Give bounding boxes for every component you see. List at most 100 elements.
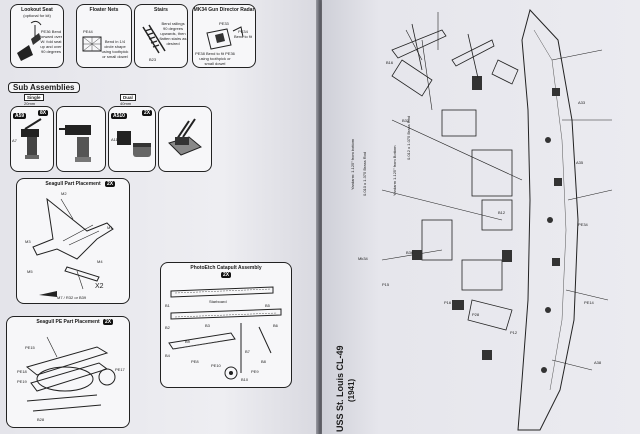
seagull-pe-label-pe17: PE17 [115,367,125,372]
catapult-label-b10: B10 [241,377,249,382]
ship-name-title: USS St. Louis CL-49 [335,345,345,432]
seagull-pe-box: Seagull PE Part Placement 2X PE15 PE17 P… [6,316,130,428]
catapult-box: PhotoEtch Catapult Assembly 2X Starboard… [160,262,292,388]
catapult-label-b7: B7 [245,349,250,354]
seagull-part-label-m1: M1 [107,225,113,230]
catapult-label-b6: B6 [273,323,278,328]
single-gun-drawing [21,118,42,159]
ship-assembly-diagram [381,8,613,431]
floater-nets-part: PE44 [83,29,93,34]
gun-director-note-2: PE38 Bend to fit PE36 using toothpick or… [195,51,235,66]
seagull-part-title: Seagull Part Placement [45,181,101,187]
callout-mk34: Mk34 [358,256,368,261]
callout-b36: B36 [406,250,414,255]
dual-gun-drawing [117,131,151,157]
stairs-title: Stairs [154,7,168,13]
catapult-label-b3: B3 [205,323,210,328]
callout-yardarm-1: Yardarm: 1.125" from bottom [350,138,355,190]
stairs-note: Bend railings 90 degrees upwards, then f… [159,21,187,46]
seagull-part-label-x2: X2 [95,283,104,290]
dual-sub-part: A11 [111,137,118,142]
callout-p16: P16 [444,300,452,305]
single-qty: 8X [38,110,49,116]
stairs-part: B23 [149,57,157,62]
single-label: Single [24,94,44,101]
seagull-part-label-m7: M7 / R32 or B39 [57,295,87,300]
stairs-box: Stairs Bend railings 90 degrees upwards,… [134,4,188,68]
floater-nets-note: Bend in 1/4 circle shape using toothpick… [101,39,129,59]
dual-qty: 2X [142,110,153,116]
callout-yardarm-2: Yardarm 1.125" from Bottom [392,145,397,196]
page-gutter [316,0,324,434]
catapult-label-b8: B8 [261,359,266,364]
catapult-label-b1: B1 [165,303,170,308]
lookout-seat-drawing [17,20,42,61]
callout-pe14: PE14 [584,300,594,305]
callout-p12: P12 [510,330,518,335]
lookout-seat-subtitle: (optional for kit) [23,13,51,18]
floater-nets-drawing [82,36,102,52]
dual-label: Dual [120,94,136,101]
dual-gun-drawing-2 [168,118,202,156]
seagull-pe-label-pe18: PE18 [17,369,27,374]
catapult-label-pe10: PE10 [211,363,221,368]
callout-b16: B16 [386,60,394,65]
callout-brass-rod-1: 0.010 x 1.375 Brass Rod [362,151,367,196]
stairs-drawing [142,24,166,54]
left-page: Lookout Seat (optional for kit) PE36 Ben… [0,0,318,434]
single-size: 20mm [24,101,36,106]
seagull-part-label-m2: M2 [61,191,67,196]
sub-assemblies-title: Sub Assemblies [8,82,80,93]
lookout-seat-box: Lookout Seat (optional for kit) PE36 Ben… [10,4,64,68]
seagull-pe-label-pe15: PE15 [25,345,35,350]
catapult-label-b5: B5 [265,303,270,308]
callout-p28: P28 [472,312,480,317]
catapult-label-b4: B4 [165,353,170,358]
catapult-label-b2: B2 [165,325,170,330]
callout-a35: A35 [576,160,584,165]
lookout-seat-note: PE36 Bend forward over W: fold seat up a… [39,29,63,54]
catapult-drawing [168,286,282,380]
dual-gun-box: A510 A11 [108,106,156,172]
callout-b33: B33 [402,118,410,123]
catapult-label-b9: B9 [185,339,190,344]
catapult-qty: 2X [221,272,232,278]
gun-director-part: PE33 [219,21,229,26]
single-sub-part: A7 [12,138,17,143]
seagull-part-label-m4: M4 [97,259,103,264]
single-part-code: A59 [13,113,27,119]
ship-year: (1941) [347,378,356,402]
floater-nets-title: Floater Nets [89,7,119,13]
catapult-label-starboard: Starboard [209,299,227,304]
single-gun-box-2 [56,106,106,172]
gun-director-title: MK34 Gun Director Radar [193,7,255,13]
seagull-part-qty: 2X [105,181,116,187]
seagull-part-label-m5: M5 [27,269,33,274]
single-gun-drawing-2 [59,125,91,162]
seagull-pe-qty: 2X [103,319,114,325]
dual-gun-box-2 [158,106,212,172]
seagull-pe-label-b28: B28 [37,417,45,422]
catapult-title: PhotoEtch Catapult Assembly [190,265,262,271]
callout-b12: B12 [498,210,506,215]
seagull-part-drawing [32,197,114,297]
gun-director-drawing [206,26,244,50]
catapult-label-pe9: PE9 [251,369,259,374]
seagull-pe-drawing [25,336,116,412]
catapult-label-pe8: PE8 [191,359,199,364]
dual-part-code: A510 [111,113,127,119]
right-page: Yardarm: 1.125" from bottom 0.010 x 1.37… [322,0,640,434]
callout-a33: A33 [578,100,586,105]
single-gun-box: A59 [10,106,54,172]
callout-p15: P15 [382,282,390,287]
seagull-pe-title: Seagull PE Part Placement [36,319,100,325]
dual-size: 40mm [120,101,132,106]
callout-a38: A38 [594,360,602,365]
seagull-part-label-m3: M3 [25,239,31,244]
floater-nets-box: Floater Nets PE44 Bend in 1/4 circle sha… [76,4,132,68]
lookout-seat-title: Lookout Seat [21,7,53,13]
gun-director-box: MK34 Gun Director Radar PE33 PE34 Bend t… [192,4,256,68]
seagull-pe-label-pe19: PE19 [17,379,27,384]
seagull-part-box: Seagull Part Placement 2X M2 M1 M3 M4 M5… [16,178,130,304]
callout-pe34: PE34 [578,222,588,227]
